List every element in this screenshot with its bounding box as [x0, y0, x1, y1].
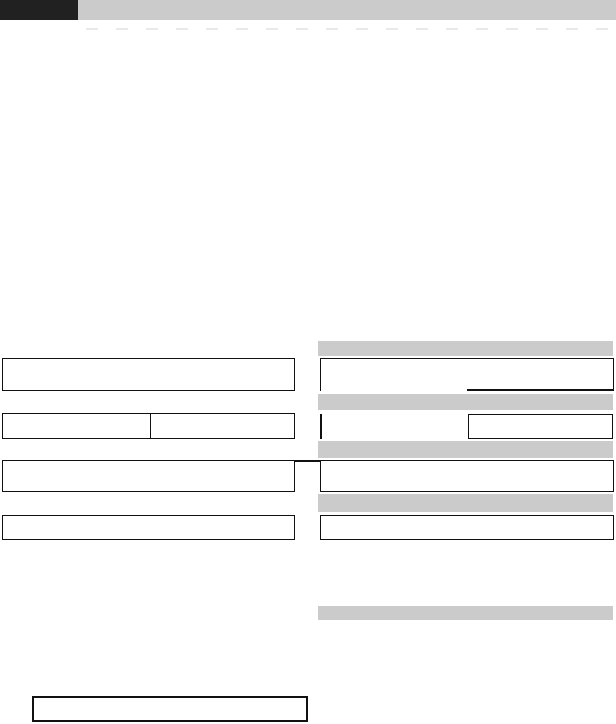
field-box-left-1[interactable]	[2, 358, 295, 391]
logo-block	[0, 0, 78, 20]
field-box-left-3[interactable]	[2, 460, 295, 492]
section-bar-4	[318, 494, 613, 512]
header-bar	[78, 0, 616, 20]
field-box-left-4[interactable]	[2, 515, 295, 540]
section-bar-1	[318, 341, 613, 356]
section-bar-3	[318, 441, 613, 458]
section-bar-2	[318, 394, 613, 410]
field-cell-left-2a[interactable]	[3, 414, 151, 438]
section-bar-footer	[318, 606, 613, 620]
field-cell-left-2b[interactable]	[151, 414, 294, 438]
field-box-right-3[interactable]	[320, 460, 614, 492]
fill-in-underline	[467, 389, 614, 391]
field-box-left-2	[2, 413, 295, 439]
dashed-separator	[86, 28, 616, 30]
field-box-bottom[interactable]	[32, 696, 308, 722]
field-box-right-2[interactable]	[468, 414, 613, 439]
field-box-right-1[interactable]	[320, 358, 614, 391]
field-box-right-4[interactable]	[320, 515, 614, 540]
row-left-edge-line	[320, 414, 322, 439]
row-connector-line	[295, 460, 320, 462]
